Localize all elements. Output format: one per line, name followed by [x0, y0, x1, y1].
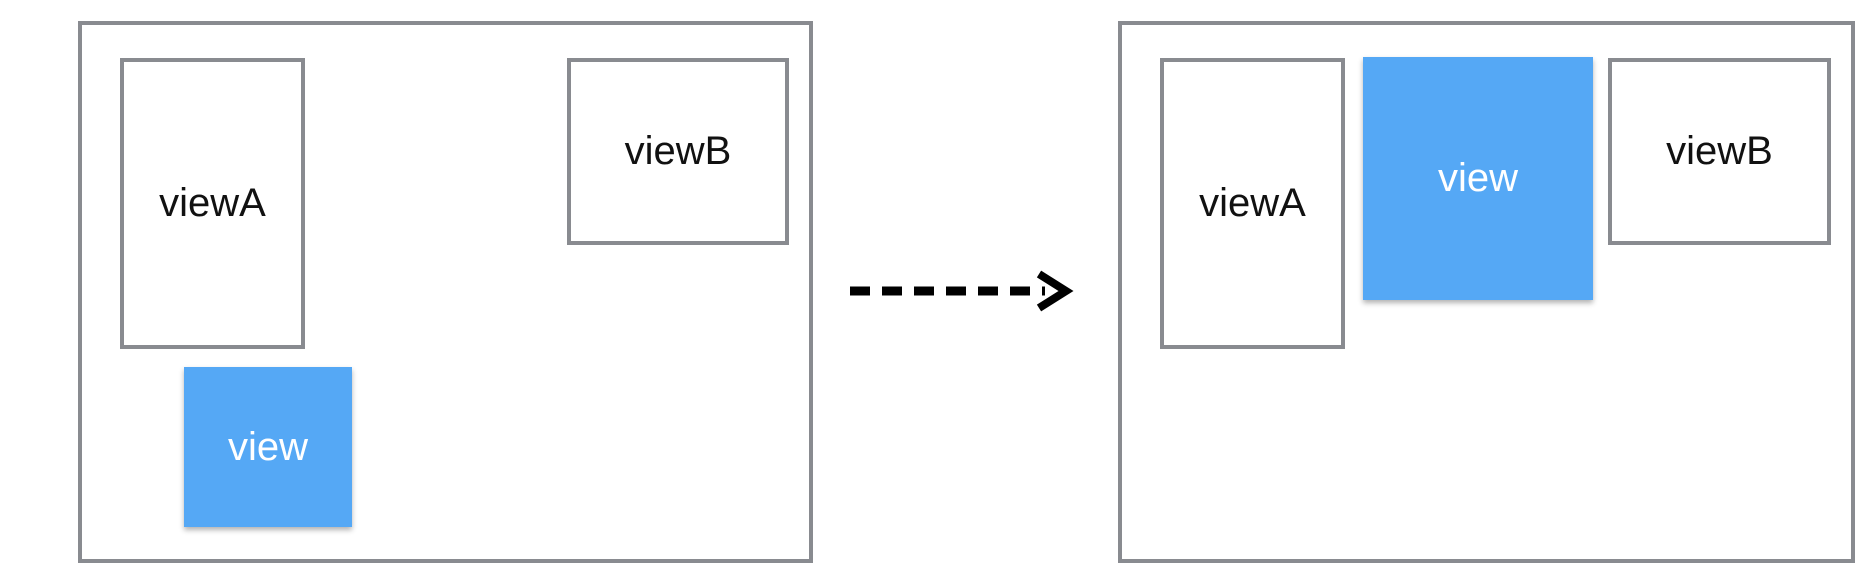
before-view-a-label: viewA	[159, 181, 266, 225]
after-view-b-label: viewB	[1666, 129, 1773, 173]
after-moving-view-label: view	[1437, 156, 1519, 200]
after-view-a-label: viewA	[1199, 181, 1306, 225]
before-view-b: viewB	[567, 58, 789, 245]
after-view-b: viewB	[1608, 58, 1831, 245]
arrow-head	[1036, 270, 1074, 312]
after-view-a: viewA	[1160, 58, 1345, 349]
before-view-a: viewA	[120, 58, 305, 349]
before-view-b-label: viewB	[624, 129, 732, 173]
before-moving-view: view	[184, 367, 352, 527]
before-moving-view-label: view	[227, 424, 309, 469]
after-moving-view: view	[1363, 57, 1593, 300]
